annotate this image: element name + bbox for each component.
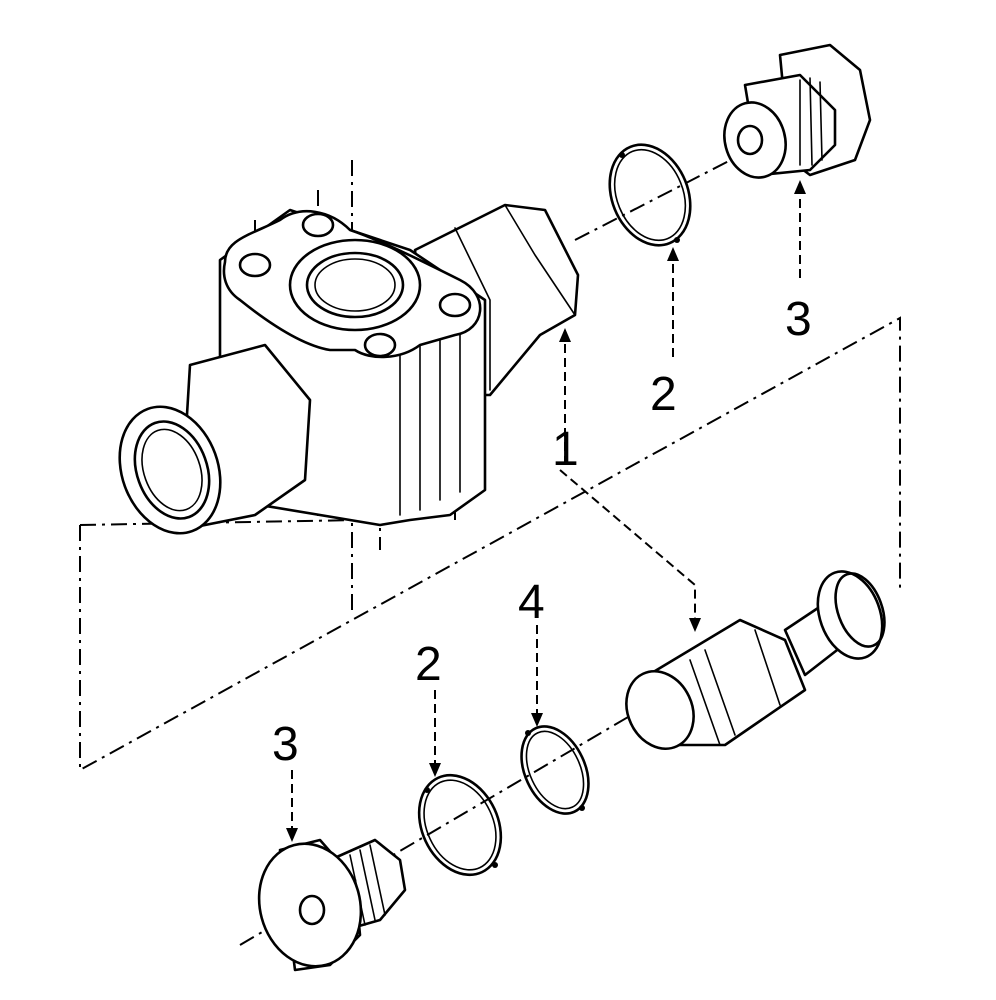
callout-part-1: 1 <box>552 423 579 476</box>
leader-lines <box>286 180 806 842</box>
callout-part-3-bottom: 3 <box>272 718 299 771</box>
callout-part-3-top: 3 <box>785 293 812 346</box>
valve-body <box>118 203 580 535</box>
piston-assembly <box>625 570 886 750</box>
assembly-axis-frame <box>79 316 901 772</box>
plug-bottom <box>257 838 407 972</box>
o-ring-4 <box>520 725 590 815</box>
callout-part-4: 4 <box>518 576 545 629</box>
o-ring-bottom <box>417 773 503 877</box>
callout-part-2-top: 2 <box>650 368 677 421</box>
upper-bore-axis <box>574 144 761 241</box>
body-axis-left <box>79 519 361 526</box>
callout-part-2-bottom: 2 <box>415 638 442 691</box>
plug-top <box>723 43 872 179</box>
o-ring-top <box>608 143 692 247</box>
callout-labels: 1 2 3 4 2 3 <box>272 293 812 771</box>
